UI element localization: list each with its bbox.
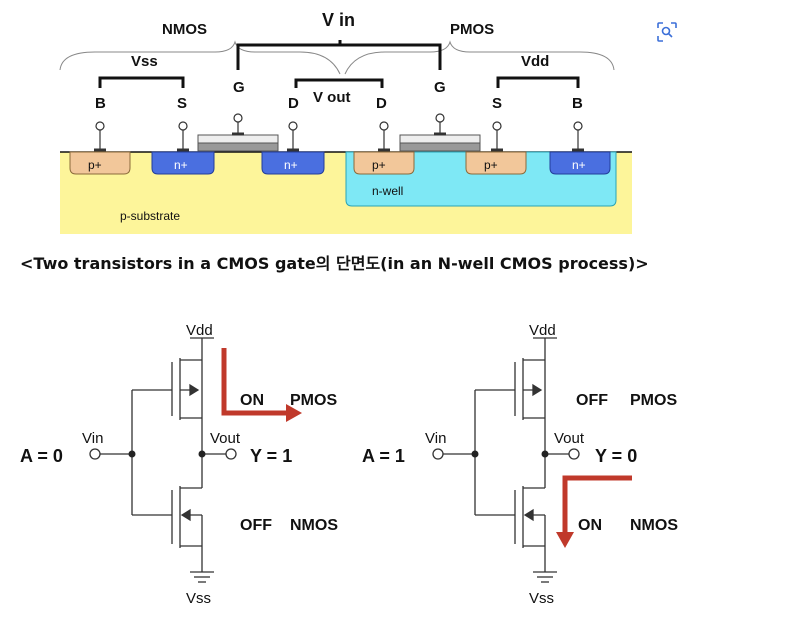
- nmos-brace: [59, 40, 341, 75]
- right-output-terminal: [568, 448, 580, 460]
- diff-label-5: p+: [484, 158, 498, 172]
- vdd-heading: Vdd: [521, 53, 549, 70]
- terminal-g-nmos: G: [233, 79, 245, 96]
- left-output-value: Y = 1: [250, 446, 292, 466]
- right-inverter: [443, 337, 569, 583]
- terminal-s-pmos: S: [492, 95, 502, 112]
- terminal-d-nmos: D: [288, 95, 299, 112]
- right-vdd-label: Vdd: [529, 322, 556, 339]
- diff-label-1: p+: [88, 158, 102, 172]
- terminal-d-pmos: D: [376, 95, 387, 112]
- vss-heading: Vss: [131, 53, 158, 70]
- left-input-terminal: [89, 448, 101, 460]
- image-search-icon: [657, 22, 677, 42]
- left-inverter: [100, 337, 226, 583]
- pmos-gate-oxide: [399, 142, 481, 152]
- contact-pins: [94, 113, 584, 152]
- nmos-gate-poly: [197, 134, 279, 144]
- left-vdd-label: Vdd: [186, 322, 213, 339]
- diff-n-plus-2: [261, 151, 325, 175]
- right-input-junction: [471, 450, 479, 458]
- right-input-terminal: [432, 448, 444, 460]
- left-current-arrow: [221, 348, 290, 416]
- diff-label-2: n+: [174, 158, 188, 172]
- vout-heading: V out: [313, 89, 351, 106]
- right-input-value: A = 1: [362, 446, 405, 466]
- vin-bracket: [236, 43, 442, 70]
- diff-label-3: n+: [284, 158, 298, 172]
- pmos-heading: PMOS: [450, 21, 494, 38]
- terminal-s-nmos: S: [177, 95, 187, 112]
- vdd-bracket: [496, 76, 580, 88]
- diff-label-6: n+: [572, 158, 586, 172]
- right-vin-label: Vin: [425, 430, 446, 447]
- pmos-brace: [344, 40, 615, 75]
- vin-heading: V in: [322, 10, 355, 30]
- left-output-terminal: [225, 448, 237, 460]
- right-pmos-label: PMOS: [630, 392, 677, 409]
- left-input-junction: [128, 450, 136, 458]
- pmos-gate-poly: [399, 134, 481, 144]
- terminal-b-nmos: B: [95, 95, 106, 112]
- left-vout-label: Vout: [210, 430, 241, 447]
- vout-bracket: [294, 78, 384, 88]
- left-pmos-state: ON: [240, 392, 264, 409]
- left-nmos-state: OFF: [240, 517, 272, 534]
- left-vss-label: Vss: [186, 590, 211, 607]
- image-search-button[interactable]: [655, 20, 679, 44]
- right-vss-label: Vss: [529, 590, 554, 607]
- left-vin-label: Vin: [82, 430, 103, 447]
- right-output-value: Y = 0: [595, 446, 637, 466]
- right-vout-label: Vout: [554, 430, 585, 447]
- diff-n-plus-3: [549, 151, 611, 175]
- diff-label-4: p+: [372, 158, 386, 172]
- vss-bracket: [98, 76, 185, 88]
- left-input-value: A = 0: [20, 446, 63, 466]
- diff-n-plus-1: [151, 151, 215, 175]
- right-current-arrow: [562, 475, 632, 534]
- right-nmos-state: ON: [578, 517, 602, 534]
- diff-p-plus-3: [465, 151, 527, 175]
- diff-p-plus-1: [69, 151, 131, 175]
- nmos-heading: NMOS: [162, 21, 207, 38]
- left-pmos-label: PMOS: [290, 392, 337, 409]
- diff-p-plus-2: [353, 151, 415, 175]
- p-substrate-label: p-substrate: [120, 209, 180, 223]
- terminal-g-pmos: G: [434, 79, 446, 96]
- n-well-label: n-well: [372, 184, 403, 198]
- right-output-junction: [541, 450, 549, 458]
- left-output-junction: [198, 450, 206, 458]
- figure-caption: <Two transistors in a CMOS gate의 단면도(in …: [20, 254, 649, 273]
- right-nmos-label: NMOS: [630, 517, 678, 534]
- left-nmos-label: NMOS: [290, 517, 338, 534]
- terminal-b-pmos: B: [572, 95, 583, 112]
- nmos-gate-oxide: [197, 142, 279, 152]
- right-pmos-state: OFF: [576, 392, 608, 409]
